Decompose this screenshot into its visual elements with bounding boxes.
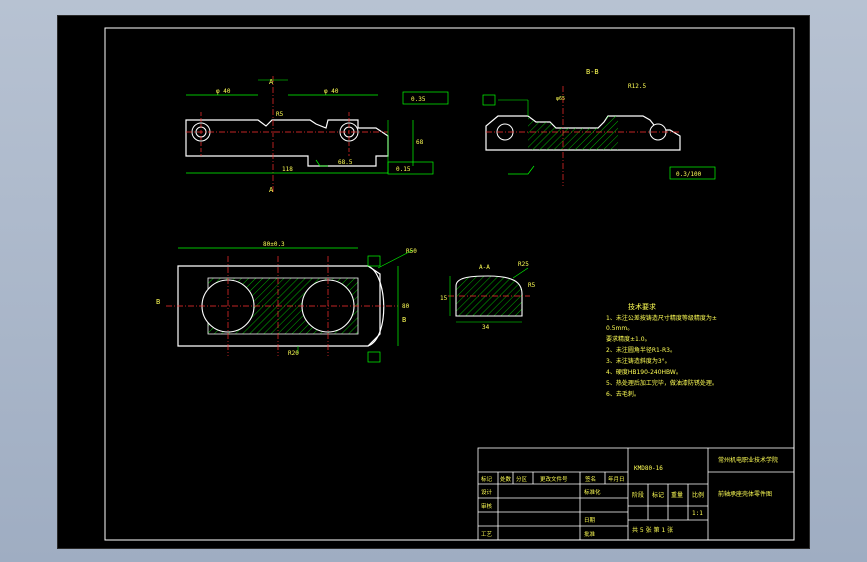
dim-phi65: φ65	[556, 96, 565, 102]
header-col-count: 处数	[500, 475, 512, 483]
section-view-aa	[448, 267, 530, 323]
view-label-a-bottom: A	[269, 186, 274, 194]
dim-r20: R20	[288, 350, 299, 357]
tech-req-line-7: 5、热处理后加工完毕，做油漆防锈处理。	[606, 379, 718, 387]
part-name: 前轴承座壳体零件图	[718, 490, 772, 498]
inner-frame	[104, 27, 795, 541]
view-label-aa: A-A	[479, 264, 490, 271]
row-approve: 批准	[584, 530, 596, 538]
header-col-sign: 签名	[585, 475, 596, 483]
row-process: 工艺	[481, 531, 493, 538]
dim-685: 68.5	[338, 159, 353, 166]
tech-req-line-8: 6、去毛刺。	[606, 390, 640, 398]
top-view	[166, 247, 414, 363]
header-col-zone: 分区	[516, 475, 528, 483]
school-name: 常州机电职业技术学院	[718, 456, 778, 464]
front-view	[185, 76, 449, 194]
tech-req-line-3: 要求精度±1.0。	[606, 335, 651, 343]
section-view-bb	[482, 86, 716, 186]
weight-label: 重量	[671, 491, 683, 499]
stage-label: 阶段	[632, 491, 644, 499]
view-label-b-right: B	[402, 316, 406, 324]
tech-req-line-5: 3、未注铸造斜度为3°。	[606, 357, 671, 365]
tech-req-line-2: 0.5mm。	[606, 325, 633, 332]
tech-req-line-4: 2、未注圆角半径R1-R3。	[606, 346, 676, 354]
dim-r50: R50	[406, 248, 417, 255]
dim-r5: R5	[276, 111, 284, 118]
dim-r5-small: R5	[528, 282, 536, 289]
drawing-number: KMD80-16	[634, 465, 663, 472]
dim-15: 15	[440, 295, 448, 302]
dim-flatness: 0.3/100	[676, 171, 702, 178]
drawing-sheet: φ 40 φ 40 118 0.15 0.35 68 68.5 R5 A A B…	[57, 15, 810, 549]
dim-r25: R25	[518, 261, 529, 268]
dim-80: 80	[402, 303, 410, 310]
dim-68: 68	[416, 139, 424, 146]
view-label-b-left: B	[156, 298, 160, 306]
tech-req-line-6: 4、硬度HB190-240HBW。	[606, 368, 682, 376]
scale-label: 比例	[692, 491, 704, 499]
scale-value: 1:1	[692, 510, 703, 517]
mark-label: 标记	[652, 491, 664, 499]
dim-118: 118	[282, 166, 293, 173]
dim-34: 34	[482, 324, 490, 331]
dim-015: 0.15	[396, 166, 411, 173]
row-design: 设计	[481, 488, 493, 496]
dim-035: 0.35	[411, 96, 426, 103]
header-col-date: 年月日	[608, 475, 625, 483]
row-date: 日期	[584, 517, 596, 524]
header-col-mark: 标记	[481, 475, 493, 483]
tech-req-line-1: 1、未注公差按铸造尺寸精度等级精度为±	[606, 314, 717, 322]
header-col-change: 更改文件号	[540, 475, 568, 483]
cad-drawing: φ 40 φ 40 118 0.15 0.35 68 68.5 R5 A A B…	[104, 27, 795, 541]
section-label-bb: B-B	[586, 68, 599, 76]
dim-r125: R12.5	[628, 83, 646, 90]
title-block	[477, 447, 795, 541]
sheet-info: 共 5 张 第 1 张	[632, 526, 673, 534]
view-label-a-top: A	[269, 78, 274, 86]
row-standard: 标准化	[584, 488, 601, 496]
dim-phi40-left: φ 40	[216, 88, 231, 95]
tech-req-title: 技术要求	[628, 302, 656, 311]
dim-phi40-right: φ 40	[324, 88, 339, 95]
technical-requirements: 技术要求 1、未注公差按铸造尺寸精度等级精度为± 0.5mm。 要求精度±1.0…	[606, 302, 718, 398]
row-check: 审核	[481, 502, 493, 510]
dim-80-03: 80±0.3	[263, 241, 285, 248]
